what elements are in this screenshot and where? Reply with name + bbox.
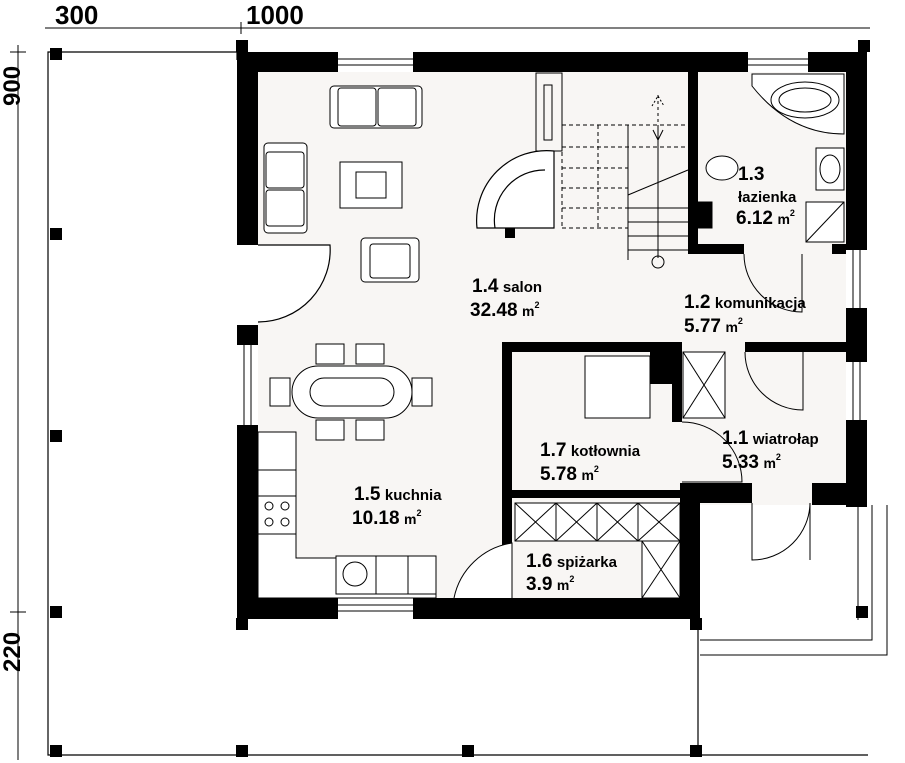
dimension-label-900: 900 [0,66,26,106]
svg-text:1.4 salon: 1.4 salon [472,276,542,297]
svg-text:3.9 m2: 3.9 m2 [526,574,574,595]
room-number: 1.2 [684,292,710,313]
room-name: wiatrołap [752,431,819,448]
dining-table [269,343,433,441]
room-name: spiżarka [557,554,618,571]
room-area: 6.12 [736,208,773,229]
room-number: 1.6 [526,551,552,572]
room-area: 5.33 [722,452,759,473]
living-room-furniture [263,85,423,283]
terrace-door [237,244,331,325]
svg-text:32.48 m2: 32.48 m2 [470,300,539,321]
staircase [535,72,689,269]
pantry-shelves [453,502,681,599]
room-name: komunikacja [715,295,807,312]
porch-floor [698,505,858,598]
windows [237,52,867,619]
svg-text:1.5 kuchnia: 1.5 kuchnia [354,484,442,505]
svg-text:10.18 m2: 10.18 m2 [352,508,421,529]
room-area: 5.77 [684,316,721,337]
terrace-posts [50,40,870,757]
kitchen-furniture [257,431,437,599]
room-label-wiatrolap: 1.1 wiatrołap 5.33 m2 [722,428,819,473]
room-name: kuchnia [385,487,442,504]
dimension-label-300: 300 [55,0,98,30]
room-label-komunikacja: 1.2 komunikacja 5.77 m2 [684,292,806,337]
porch-steps [700,505,888,656]
svg-text:1.1 wiatrołap: 1.1 wiatrołap [722,428,819,449]
fireplace [476,150,555,229]
svg-text:5.77 m2: 5.77 m2 [684,316,743,337]
room-area: 5.78 [540,464,577,485]
svg-text:1.7 kotłownia: 1.7 kotłownia [540,440,641,461]
boiler-room-equipment [584,351,743,483]
room-number: 1.3 [738,164,764,185]
room-number: 1.5 [354,484,381,505]
room-area: 32.48 [470,300,518,321]
svg-text:5.33 m2: 5.33 m2 [722,452,781,473]
svg-text:6.12 m2: 6.12 m2 [736,208,795,229]
room-label-salon: 1.4 salon 32.48 m2 [470,276,542,321]
room-area: 3.9 [526,574,552,595]
svg-text:1.6 spiżarka: 1.6 spiżarka [526,551,618,572]
bathroom-fixtures [697,73,845,313]
dimension-lines [10,22,870,760]
hall-doors [744,351,811,561]
room-label-lazienka: 1.3 łazienka 6.12 m2 [736,164,797,229]
svg-text:1.2 komunikacja: 1.2 komunikacja [684,292,806,313]
room-number: 1.4 [472,276,499,297]
room-label-kotlownia: 1.7 kotłownia 5.78 m2 [540,440,641,485]
dimension-label-220: 220 [0,632,26,672]
room-name: salon [503,279,542,296]
room-label-kuchnia: 1.5 kuchnia 10.18 m2 [352,484,442,529]
room-name: łazienka [738,189,797,206]
svg-text:łazienka: łazienka [738,189,797,206]
room-name: kotłownia [571,443,641,460]
room-number: 1.7 [540,440,566,461]
room-number: 1.1 [722,428,749,449]
svg-text:5.78 m2: 5.78 m2 [540,464,599,485]
svg-text:1.3: 1.3 [738,164,764,185]
dimension-label-1000: 1000 [246,0,304,30]
room-area: 10.18 [352,508,400,529]
room-label-spizarka: 1.6 spiżarka 3.9 m2 [526,551,618,595]
